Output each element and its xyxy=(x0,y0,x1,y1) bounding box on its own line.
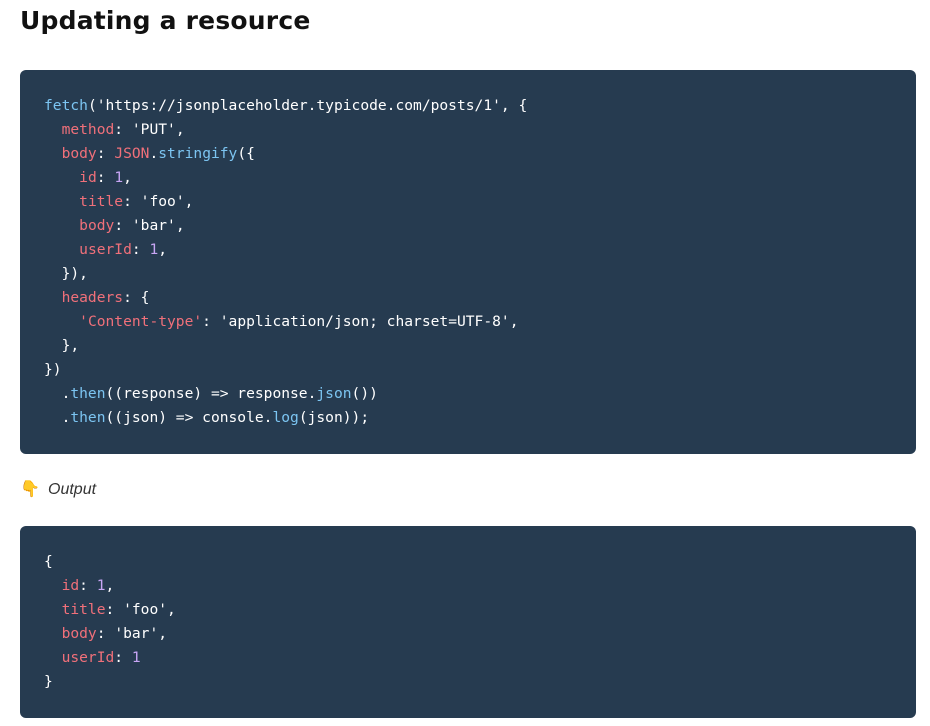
request-code: fetch('https://jsonplaceholder.typicode.… xyxy=(44,97,528,426)
id-value: 1 xyxy=(114,169,124,186)
url-string: 'https://jsonplaceholder.typicode.com/po… xyxy=(96,97,501,114)
content-type-value: 'application/json; charset=UTF-8' xyxy=(219,313,510,330)
output-id-value: 1 xyxy=(96,577,106,594)
title-value: 'foo' xyxy=(140,193,185,210)
body-value: 'bar' xyxy=(131,217,176,234)
method-value: 'PUT' xyxy=(131,121,176,138)
output-code-block: { id: 1, title: 'foo', body: 'bar', user… xyxy=(20,526,916,718)
output-userid-value: 1 xyxy=(131,649,141,666)
pointing-down-hand-icon: 👇 xyxy=(20,481,40,498)
content-type-key: 'Content-type' xyxy=(79,313,203,330)
userid-value: 1 xyxy=(149,241,159,258)
output-label: 👇 Output xyxy=(20,478,96,502)
output-label-text: Output xyxy=(48,481,97,498)
request-code-block: fetch('https://jsonplaceholder.typicode.… xyxy=(20,70,916,454)
page-title: Updating a resource xyxy=(20,6,311,35)
output-body-value: 'bar' xyxy=(114,625,159,642)
output-code: { id: 1, title: 'foo', body: 'bar', user… xyxy=(44,553,176,690)
output-title-value: 'foo' xyxy=(123,601,168,618)
